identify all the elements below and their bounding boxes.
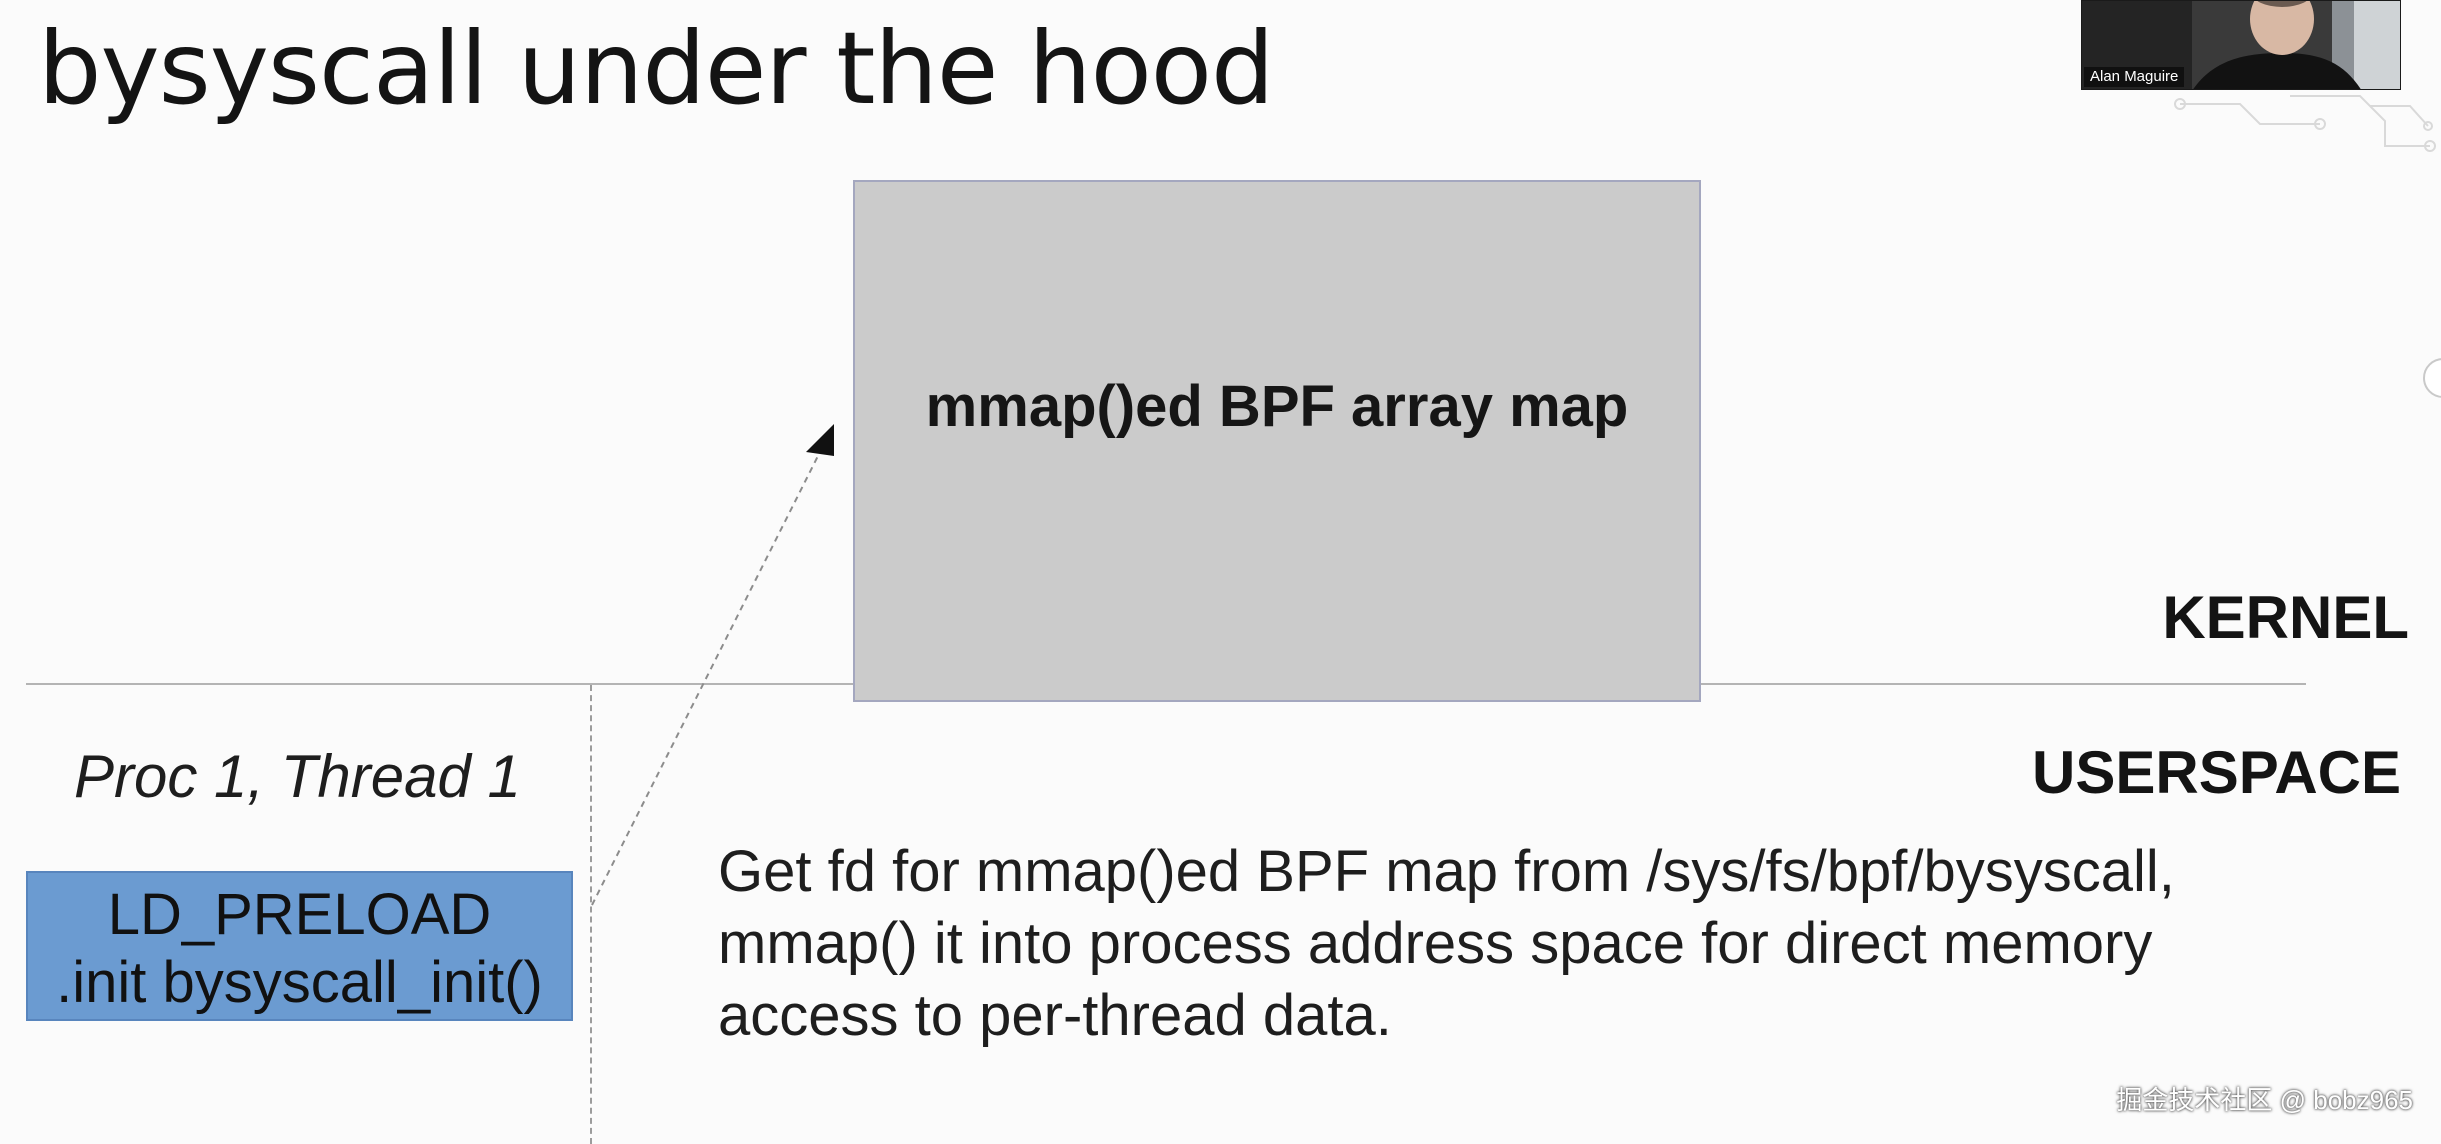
thread-lifeline [590,685,592,1144]
kernel-region-label: KERNEL [2162,584,2409,651]
bpf-array-map-label: mmap()ed BPF array map [925,374,1629,439]
bpf-array-map-box: mmap()ed BPF array map [853,180,1701,702]
ld-preload-box: LD_PRELOAD .init bysyscall_init() [26,871,573,1021]
process-thread-label: Proc 1, Thread 1 [74,743,521,810]
watermark: 掘金技术社区 @ bobz965 [2116,1085,2413,1115]
mmap-arrow-head [806,424,834,456]
description-line-3: access to per-thread data. [718,983,1392,1048]
description-text: Get fd for mmap()ed BPF map from /sys/fs… [718,836,2358,1052]
description-line-2: mmap() it into process address space for… [718,911,2153,976]
description-line-1: Get fd for mmap()ed BPF map from /sys/fs… [718,839,2175,904]
slide-title: bysyscall under the hood [38,10,1274,127]
circuit-decoration [2174,95,2436,152]
participant-name: Alan Maguire [2084,67,2185,87]
side-panel-toggle-icon[interactable] [2423,358,2441,398]
init-function-label: .init bysyscall_init() [56,950,543,1015]
ld-preload-label: LD_PRELOAD [107,882,492,947]
presenter-video-thumbnail[interactable]: Alan Maguire [2081,0,2401,90]
userspace-region-label: USERSPACE [2032,739,2401,806]
